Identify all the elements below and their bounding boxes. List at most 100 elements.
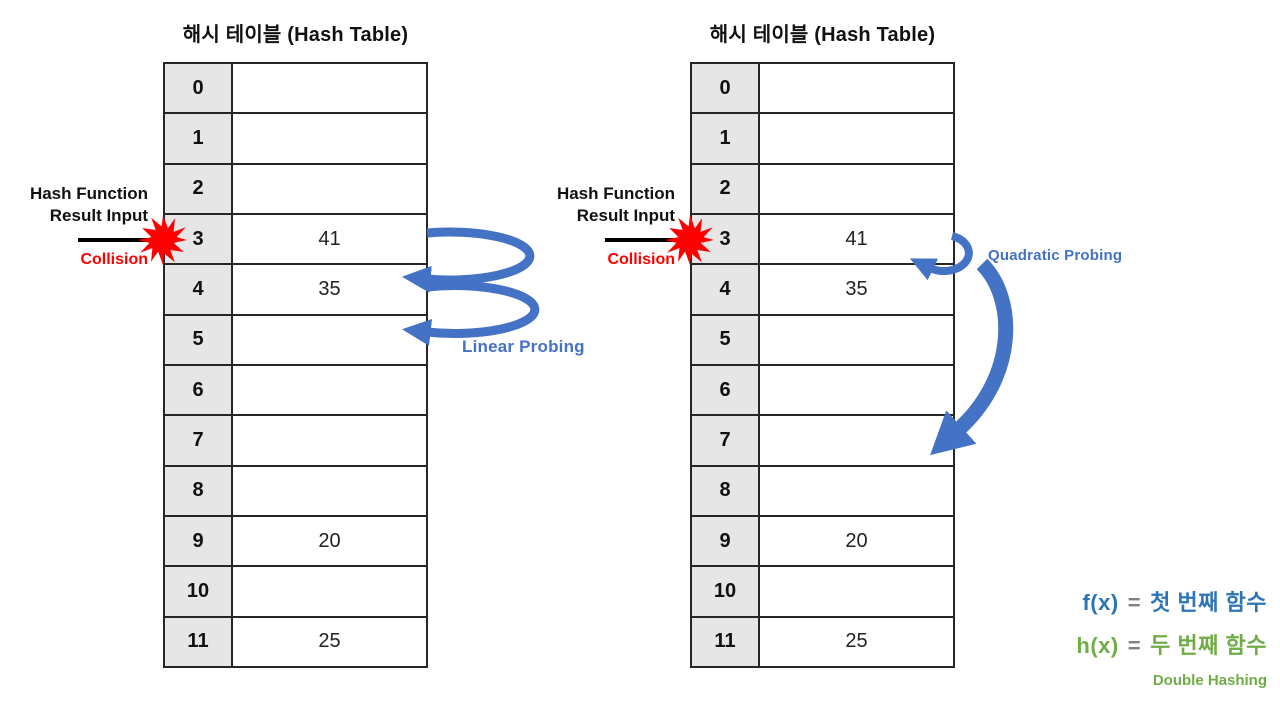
table-row: 10 <box>165 565 426 616</box>
hash-function-label-line1: Hash Function <box>29 184 148 203</box>
table-row: 5 <box>692 313 953 364</box>
hash-function-label-line2: Result Input <box>576 206 675 226</box>
value-cell <box>233 114 426 162</box>
table-row: 1 <box>165 112 426 163</box>
index-cell: 8 <box>692 466 760 515</box>
second-function-symbol: h(x) <box>1076 633 1119 658</box>
index-cell: 9 <box>165 516 233 566</box>
first-function-line: f(x) = 첫 번째 함수 <box>1082 585 1267 617</box>
index-cell: 11 <box>165 617 233 666</box>
index-cell: 1 <box>692 114 760 163</box>
input-arrow-line-left <box>78 238 152 242</box>
value-cell <box>760 316 953 364</box>
quadratic-probing-arrow-2 <box>930 258 1014 456</box>
index-cell: 4 <box>165 265 233 314</box>
table-row: 4 35 <box>692 263 953 314</box>
table-row: 2 <box>692 162 953 213</box>
index-cell: 5 <box>692 315 760 364</box>
table-row: 7 <box>692 414 953 465</box>
index-cell: 5 <box>165 315 233 364</box>
table-row: 1 <box>692 112 953 163</box>
value-cell <box>233 416 426 464</box>
double-hashing-legend: f(x) = 첫 번째 함수 h(x) = 두 번째 함수 Double Has… <box>1076 585 1267 689</box>
table-row: 8 <box>165 464 426 515</box>
value-cell: 20 <box>845 529 868 552</box>
value-cell <box>760 165 953 213</box>
first-function-symbol: f(x) <box>1082 590 1119 615</box>
index-cell: 9 <box>692 516 760 566</box>
table-row: 10 <box>692 565 953 616</box>
index-cell: 7 <box>692 416 760 465</box>
value-cell <box>233 467 426 515</box>
value-cell <box>760 64 953 112</box>
table-row: 6 <box>692 363 953 415</box>
index-cell: 10 <box>165 567 233 616</box>
collision-label-right: Collision <box>607 251 675 268</box>
value-cell: 35 <box>845 277 868 300</box>
hash-function-label-line2: Result Input <box>49 206 148 226</box>
index-cell: 1 <box>165 114 233 163</box>
value-cell <box>233 316 426 364</box>
table-row: 9 20 <box>692 514 953 566</box>
index-cell: 8 <box>165 466 233 515</box>
hash-function-label-line1: Hash Function <box>556 184 675 203</box>
input-arrow-line-right <box>605 238 679 242</box>
linear-probing-arrow-2 <box>401 281 540 346</box>
collision-label-left: Collision <box>80 251 148 268</box>
index-cell: 11 <box>692 617 760 666</box>
second-function-line: h(x) = 두 번째 함수 <box>1076 628 1267 660</box>
value-cell <box>760 366 953 414</box>
index-cell: 6 <box>692 365 760 415</box>
left-table-title: 해시 테이블 (Hash Table) <box>182 24 409 46</box>
value-cell <box>760 114 953 162</box>
value-cell <box>233 165 426 213</box>
first-function-desc: 첫 번째 함수 <box>1150 590 1267 615</box>
table-row: 0 <box>692 64 953 113</box>
index-cell: 3 <box>692 214 760 264</box>
table-row: 4 35 <box>165 263 426 314</box>
value-cell: 41 <box>318 227 341 250</box>
index-cell: 7 <box>165 416 233 465</box>
table-row: 3 41 <box>165 212 426 264</box>
quadratic-probing-label: Quadratic Probing <box>988 247 1123 264</box>
value-cell: 25 <box>845 630 868 653</box>
table-row: 2 <box>165 162 426 213</box>
second-function-desc: 두 번째 함수 <box>1150 633 1267 658</box>
table-row: 11 25 <box>165 615 426 666</box>
value-cell <box>233 567 426 615</box>
hash-function-label-right: Hash Function Result Input <box>540 183 675 228</box>
linear-probing-arrow-1 <box>401 227 535 293</box>
index-cell: 6 <box>165 365 233 415</box>
table-row: 8 <box>692 464 953 515</box>
table-row: 7 <box>165 414 426 465</box>
equals-sign: = <box>1127 633 1142 658</box>
index-cell: 10 <box>692 567 760 616</box>
table-row: 0 <box>165 64 426 113</box>
table-row: 6 <box>165 363 426 415</box>
table-row: 3 41 <box>692 212 953 264</box>
value-cell <box>760 416 953 464</box>
value-cell: 25 <box>318 630 341 653</box>
equals-sign: = <box>1127 590 1142 615</box>
linear-probing-label: Linear Probing <box>462 337 585 356</box>
index-cell: 3 <box>165 214 233 264</box>
index-cell: 4 <box>692 265 760 314</box>
index-cell: 2 <box>692 164 760 213</box>
double-hashing-label: Double Hashing <box>1152 672 1267 689</box>
value-cell: 41 <box>845 227 868 250</box>
value-cell: 35 <box>318 277 341 300</box>
index-cell: 2 <box>165 164 233 213</box>
value-cell <box>233 366 426 414</box>
value-cell <box>760 567 953 615</box>
index-cell: 0 <box>165 64 233 113</box>
hash-function-label-left: Hash Function Result Input <box>13 183 148 228</box>
right-table-title: 해시 테이블 (Hash Table) <box>709 24 936 46</box>
value-cell <box>760 467 953 515</box>
index-cell: 0 <box>692 64 760 113</box>
value-cell <box>233 64 426 112</box>
table-row: 5 <box>165 313 426 364</box>
